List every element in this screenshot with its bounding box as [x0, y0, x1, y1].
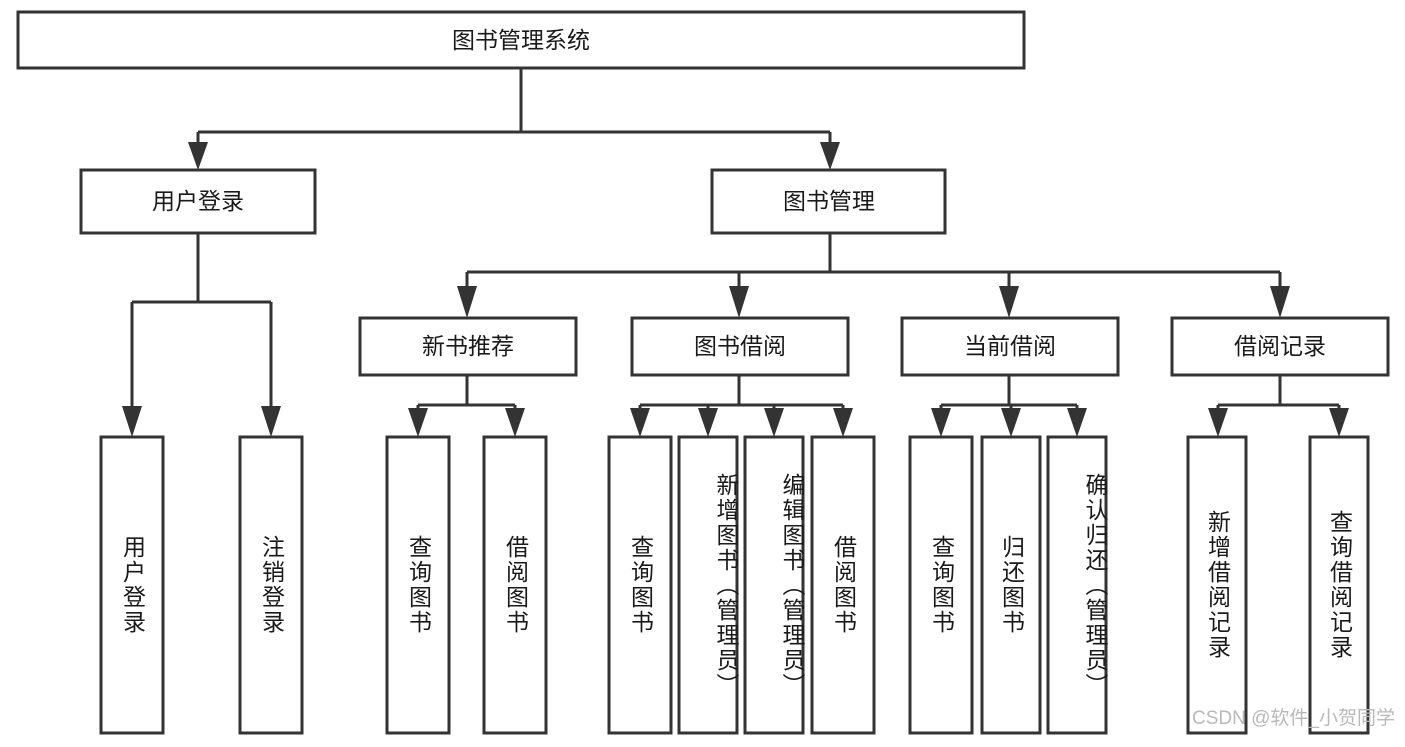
node-box-user-login[interactable] [79, 168, 317, 235]
connector-group-book-borrow [630, 375, 853, 437]
node-label-user-login: 用户登录 [152, 188, 244, 214]
node-label-book-borrow: 图书借阅 [694, 333, 786, 359]
connector-group-current-borrow [931, 375, 1087, 437]
arrow-to-book-borrow [729, 286, 749, 318]
arrow-to-current-borrow [999, 286, 1019, 318]
arrow-to-leaf-query-book-2 [630, 408, 650, 437]
arrow-to-leaf-add-book [698, 408, 718, 437]
node-label-root: 图书管理系统 [452, 27, 590, 53]
node-box-leaf-query-record[interactable] [1308, 435, 1370, 735]
connector-group-user-login [122, 233, 281, 437]
node-box-leaf-edit-book[interactable] [743, 435, 805, 735]
node-box-leaf-add-book[interactable] [677, 435, 739, 735]
node-box-leaf-query-book-1[interactable] [385, 435, 451, 735]
csdn-watermark: CSDN @软件_小贺同学 [1192, 708, 1395, 729]
connector-group-book-manage [457, 233, 1290, 318]
node-box-current-borrow[interactable] [900, 316, 1120, 377]
arrow-to-new-book-rec [457, 286, 477, 318]
arrow-to-book-manage [820, 142, 840, 170]
arrow-to-leaf-query-book-3 [931, 408, 951, 437]
arrow-to-leaf-logout [261, 406, 281, 437]
node-box-book-manage[interactable] [710, 168, 947, 235]
arrow-to-borrow-record [1270, 286, 1290, 318]
node-box-leaf-user-login[interactable] [99, 435, 165, 735]
arrow-to-leaf-return-book [1001, 408, 1021, 437]
node-box-leaf-query-book-2[interactable] [607, 435, 673, 735]
node-label-current-borrow: 当前借阅 [964, 333, 1056, 359]
node-box-leaf-borrow-book-2[interactable] [810, 435, 876, 735]
connector-group-borrow-record [1208, 375, 1349, 437]
node-box-leaf-logout[interactable] [238, 435, 304, 735]
arrow-to-leaf-borrow-book-1 [505, 408, 525, 437]
node-box-borrow-record[interactable] [1170, 316, 1390, 377]
arrow-to-leaf-add-record [1208, 408, 1228, 437]
arrow-to-leaf-query-record [1329, 408, 1349, 437]
node-box-leaf-confirm-return[interactable] [1046, 435, 1108, 735]
arrow-to-leaf-edit-book [764, 408, 784, 437]
arrow-to-user-login [188, 142, 208, 170]
node-box-book-borrow[interactable] [630, 316, 850, 377]
node-label-borrow-record: 借阅记录 [1234, 333, 1326, 359]
node-label-new-book-rec: 新书推荐 [422, 333, 514, 359]
arrow-to-leaf-confirm-return [1067, 408, 1087, 437]
node-box-root[interactable] [16, 10, 1026, 70]
node-box-leaf-borrow-book-1[interactable] [482, 435, 548, 735]
connector-group-new-book-rec [408, 375, 525, 437]
connector-group-root [188, 68, 840, 170]
node-box-leaf-return-book[interactable] [980, 435, 1042, 735]
arrow-to-leaf-borrow-book-2 [833, 408, 853, 437]
node-box-leaf-query-book-3[interactable] [908, 435, 974, 735]
arrow-to-leaf-user-login [122, 406, 142, 437]
node-box-leaf-add-record[interactable] [1186, 435, 1248, 735]
arrow-to-leaf-query-book-1 [408, 408, 428, 437]
node-box-new-book-rec[interactable] [358, 316, 578, 377]
node-label-book-manage: 图书管理 [783, 188, 875, 214]
